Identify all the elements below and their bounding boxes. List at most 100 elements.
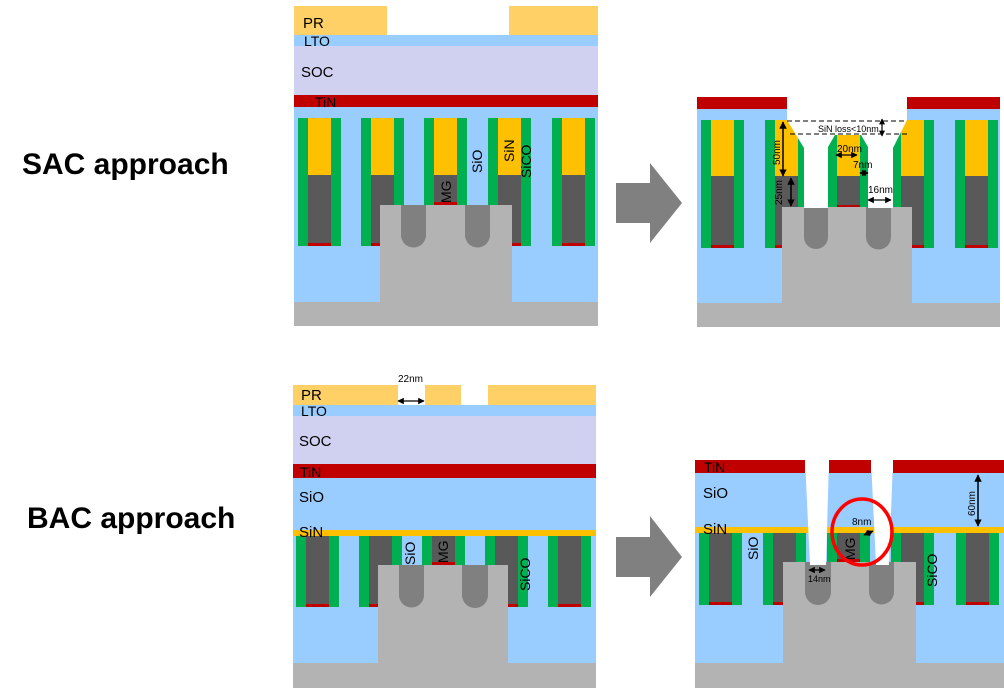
sico-label: SiCO <box>518 144 534 178</box>
lto-layer <box>294 35 598 46</box>
soc-layer <box>293 416 596 464</box>
sico-spacer-left <box>955 120 965 248</box>
pr-label: PR <box>303 15 324 32</box>
sico-spacer-left <box>296 536 306 607</box>
gate-bottom-liner <box>432 562 455 565</box>
fin <box>380 205 512 305</box>
sico-spacer-left <box>827 120 837 208</box>
sico-spacer-right <box>521 118 531 246</box>
mg-label: MG <box>435 540 451 563</box>
sico-spacer-left <box>424 118 434 205</box>
fin-recess <box>866 207 891 250</box>
dim-8nm-label: 8nm <box>852 517 871 528</box>
gate-bottom-liner <box>306 604 329 607</box>
sico-spacer-left <box>765 120 775 248</box>
sin-loss-label: SiN loss<10nm <box>818 124 879 134</box>
metal-gate <box>306 536 329 607</box>
sico-spacer-right <box>457 118 467 205</box>
sico-spacer-left <box>891 120 901 248</box>
mg-label: MG <box>842 537 858 560</box>
tin-label: TiN <box>315 94 336 110</box>
sico-spacer-left <box>548 536 558 607</box>
sico-spacer-right <box>734 120 744 248</box>
dim-8nm-arrow <box>863 529 874 537</box>
fin-recess <box>804 207 828 249</box>
gate-bottom-liner <box>709 602 732 605</box>
substrate <box>294 302 598 326</box>
metal-gate <box>709 533 732 605</box>
metal-gate <box>966 533 989 605</box>
sico-spacer-right <box>585 118 595 246</box>
sico-spacer-left <box>701 120 711 248</box>
dim-60nm-label: 60nm <box>967 491 978 516</box>
dim-7nm-label: 7nm <box>853 160 872 171</box>
sio-label: SiO <box>402 542 418 565</box>
contact-trench-right <box>871 460 893 565</box>
sin-cap <box>498 118 521 175</box>
metal-gate <box>434 175 457 205</box>
pr-left <box>293 385 398 405</box>
sio-label: SiO <box>469 150 485 173</box>
dim-25nm-label: 25nm <box>774 180 785 205</box>
sin-cap <box>562 118 585 175</box>
sin-cap <box>901 120 924 176</box>
fin-recess <box>465 205 490 248</box>
sico-spacer-right <box>798 120 808 248</box>
sico-spacer-left <box>422 536 432 565</box>
mg-label: MG <box>438 180 454 203</box>
sico-spacer-right <box>989 533 999 605</box>
sico-spacer-left <box>956 533 966 605</box>
sin-cap <box>371 118 394 175</box>
metal-gate <box>711 176 734 248</box>
gate-bottom-liner <box>434 202 457 205</box>
pr-right <box>509 6 598 35</box>
fin <box>378 565 508 665</box>
sico-spacer-right <box>329 536 339 607</box>
dim-16nm-label: 16nm <box>868 185 893 196</box>
pr-right <box>488 385 596 405</box>
process-arrow-bac <box>616 516 682 597</box>
sico-spacer-left <box>552 118 562 246</box>
process-arrow-sac <box>616 163 682 243</box>
sio-layer-label: SiO <box>703 485 728 502</box>
sico-spacer-right <box>860 120 870 208</box>
sico-spacer-right <box>394 118 404 246</box>
gate-bottom-liner <box>837 205 860 208</box>
sin-cap <box>308 118 331 175</box>
bac-after-panel: TiN SiO SiN SiO MG SiCO 60nm 8nm 14nm <box>695 459 1004 688</box>
highlight-circle <box>830 497 894 567</box>
fin-recess <box>869 562 894 605</box>
sico-label: SiCO <box>517 557 533 591</box>
soc-label: SOC <box>301 64 334 81</box>
fin-recess <box>401 205 426 248</box>
gate-bottom-liner <box>558 604 581 607</box>
substrate <box>293 663 596 688</box>
sin-label: SiN <box>501 139 517 162</box>
metal-gate <box>562 175 585 246</box>
gate-bottom-liner <box>965 245 988 248</box>
sin-layer-label: SiN <box>299 524 323 541</box>
sin-cap <box>434 118 457 175</box>
fin <box>783 562 916 665</box>
sico-spacer-left <box>298 118 308 246</box>
sio-layer-label: SiO <box>299 489 324 506</box>
sico-spacer-right <box>988 120 998 248</box>
gate-bottom-liner <box>562 243 585 246</box>
sico-spacer-left <box>763 533 773 605</box>
sico-spacer-right <box>581 536 591 607</box>
sico-spacer-right <box>924 533 934 605</box>
bac-before-panel: 22nm PR LTO SOC TiN SiO SiN SiO MG SiCO <box>293 374 596 688</box>
sico-spacer-left <box>361 118 371 246</box>
metal-gate <box>837 533 860 562</box>
sac-before-panel: PR LTO SOC TiN MG SiO SiN SiCO <box>294 6 598 326</box>
dim-20nm-label: 20nm <box>837 144 862 155</box>
contact-trench-left <box>805 460 829 565</box>
sico-spacer-right <box>331 118 341 246</box>
tin-right <box>907 97 1000 109</box>
fin-recess <box>462 565 488 608</box>
sico-spacer-left <box>699 533 709 605</box>
sico-spacer-right <box>924 120 934 248</box>
sin-layer-label: SiN <box>703 521 727 538</box>
fin-recess <box>399 565 424 608</box>
